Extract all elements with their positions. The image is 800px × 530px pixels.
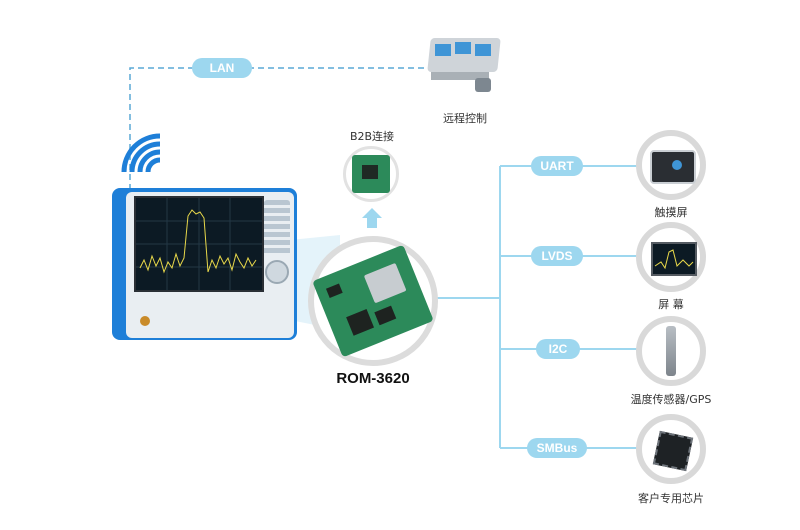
instrument-knob-icon	[265, 260, 289, 284]
module-circle	[308, 236, 438, 366]
screen-label: 屏 幕	[658, 298, 684, 311]
remote-control-label: 远程控制	[443, 112, 487, 125]
spectrum-analyzer	[112, 188, 297, 340]
instrument-screen	[134, 196, 264, 292]
touchscreen-icon	[650, 150, 696, 184]
touchscreen-label: 触摸屏	[654, 206, 688, 219]
sensor-label: 温度传感器/GPS	[630, 393, 712, 406]
touchscreen-circle	[636, 130, 706, 200]
remote-control-station-image	[425, 28, 505, 92]
module-name: ROM-3620	[336, 370, 410, 387]
i2c-link-label: I2C	[536, 339, 580, 359]
lvds-link-label: LVDS	[531, 246, 583, 266]
sensor-icon	[666, 326, 676, 376]
b2b-board-image	[352, 155, 390, 193]
uart-link-label: UART	[531, 156, 583, 176]
instrument-keypad	[264, 200, 290, 256]
b2b-board-circle	[343, 146, 399, 202]
sensor-circle	[636, 316, 706, 386]
custom-chip-circle	[636, 414, 706, 484]
custom-chip-label: 客户专用芯片	[638, 492, 704, 505]
rom-3620-board-image	[312, 244, 434, 358]
smbus-link-label: SMBus	[527, 438, 587, 458]
lan-link-label: LAN	[192, 58, 252, 78]
screen-circle	[636, 222, 706, 292]
spectrum-trace	[136, 198, 262, 290]
chip-icon	[652, 430, 694, 472]
up-arrow-icon	[362, 208, 382, 228]
screen-icon	[651, 242, 697, 276]
wifi-icon	[121, 133, 161, 173]
b2b-label: B2B连接	[349, 130, 395, 143]
instrument-logo	[140, 316, 150, 326]
